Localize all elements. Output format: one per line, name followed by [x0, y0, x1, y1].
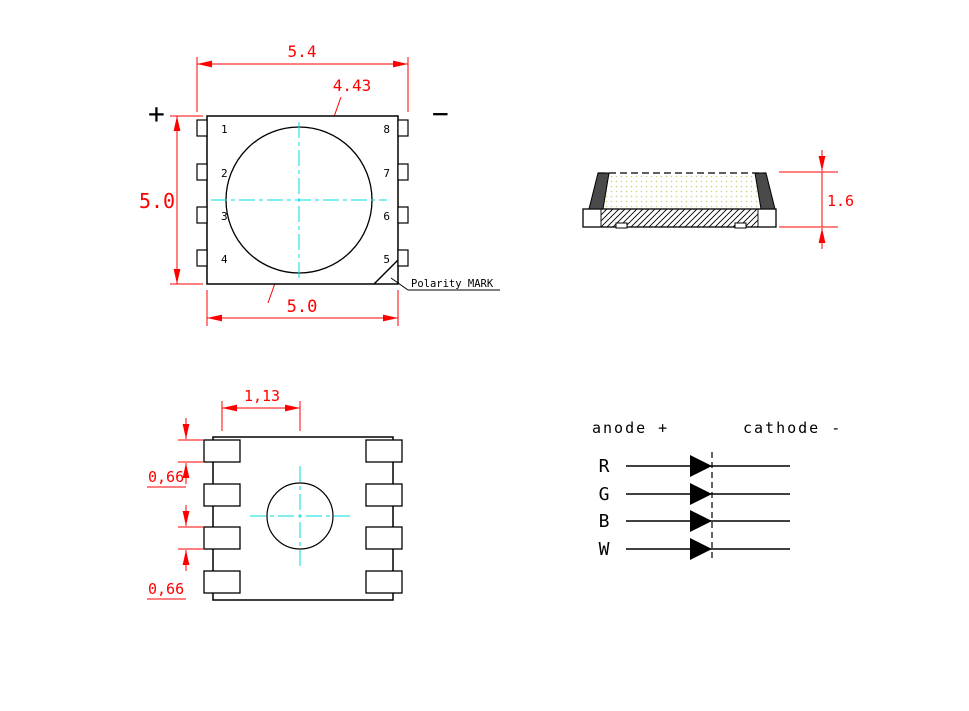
channel-row-b: B — [599, 510, 790, 532]
pin-tab — [397, 249, 409, 267]
channel-row-g: G — [599, 483, 790, 505]
pin-tab — [397, 206, 409, 224]
solder-pad — [203, 483, 241, 507]
pin-tabs — [196, 119, 409, 267]
cathode-label: cathode - — [743, 419, 842, 437]
minus-sign: − — [432, 97, 449, 130]
pin-7-label: 7 — [383, 167, 390, 180]
dim-pad-width-bottom: 0,66 — [147, 505, 204, 600]
top-view: + − 5.4 4.43 5.0 5.0 — [139, 42, 500, 326]
solder-pad — [365, 439, 403, 463]
diode-symbol — [690, 455, 712, 477]
plus-sign: + — [148, 97, 165, 130]
base-notch — [734, 222, 747, 229]
polarity-mark-label: Polarity MARK — [411, 278, 494, 290]
solder-pads — [203, 439, 403, 594]
anode-label: anode + — [592, 419, 669, 437]
dim-pad-width-top: 0,66 — [147, 418, 204, 488]
pin-3-label: 3 — [221, 210, 228, 223]
dim-body-width: 5.0 — [206, 290, 399, 326]
thermal-pad-circle — [266, 482, 334, 550]
diode-symbol — [690, 483, 712, 505]
dim-height-label: 1.6 — [827, 192, 854, 210]
solder-pad — [203, 526, 241, 550]
channel-b-label: B — [599, 511, 610, 532]
channel-row-r: R — [599, 455, 790, 477]
channel-w-label: W — [599, 539, 610, 560]
bottom-view: 1,13 0,66 0,66 — [147, 387, 403, 601]
side-view: 1.6 — [582, 150, 854, 249]
bottom-body-outline — [212, 436, 394, 601]
pin-1-label: 1 — [221, 123, 228, 136]
solder-pad — [203, 570, 241, 594]
dim-overall-width-label: 5.4 — [288, 42, 317, 61]
base-notch — [615, 222, 628, 229]
pin-2-label: 2 — [221, 167, 228, 180]
polarity-chamfer — [373, 259, 399, 285]
dim-pad-width-top-label: 0,66 — [148, 468, 184, 486]
pin-4-label: 4 — [221, 253, 228, 266]
pin-tab — [196, 249, 208, 267]
circuit-diagram: anode + cathode - R G B W — [592, 419, 842, 562]
leader-line — [390, 277, 409, 291]
channel-row-w: W — [599, 538, 790, 560]
pin-tab — [397, 119, 409, 137]
base-plate-hatch — [601, 209, 758, 227]
polarity-callout: Polarity MARK — [390, 277, 500, 291]
pin-8-label: 8 — [383, 123, 390, 136]
dim-body-width-label: 5.0 — [287, 297, 318, 317]
dim-body-height-label: 5.0 — [139, 189, 175, 213]
dim-body-height: 5.0 — [139, 115, 203, 285]
diode-symbol — [690, 510, 712, 532]
pin-6-label: 6 — [383, 210, 390, 223]
solder-pad — [203, 439, 241, 463]
solder-pad — [365, 483, 403, 507]
pin-tab — [196, 163, 208, 181]
dim-package-height: 1.6 — [779, 150, 854, 249]
diode-symbol — [690, 538, 712, 560]
solder-pad — [365, 526, 403, 550]
pin-numbers: 1 2 3 4 8 7 6 5 — [221, 123, 390, 266]
dim-pad-span: 1,13 — [221, 387, 301, 431]
phosphor-cavity — [603, 174, 761, 209]
dim-pad-width-bottom-label: 0,66 — [148, 580, 184, 598]
pin-tab — [196, 119, 208, 137]
solder-pad — [365, 570, 403, 594]
channel-r-label: R — [599, 456, 610, 477]
pin-tab — [196, 206, 208, 224]
dim-overall-width: 5.4 — [196, 42, 409, 112]
pin-5-label: 5 — [383, 253, 390, 266]
channel-g-label: G — [599, 484, 610, 505]
dim-pad-span-label: 1,13 — [244, 387, 280, 405]
dim-lens-diameter-label: 4.43 — [333, 76, 372, 95]
pin-tab — [397, 163, 409, 181]
